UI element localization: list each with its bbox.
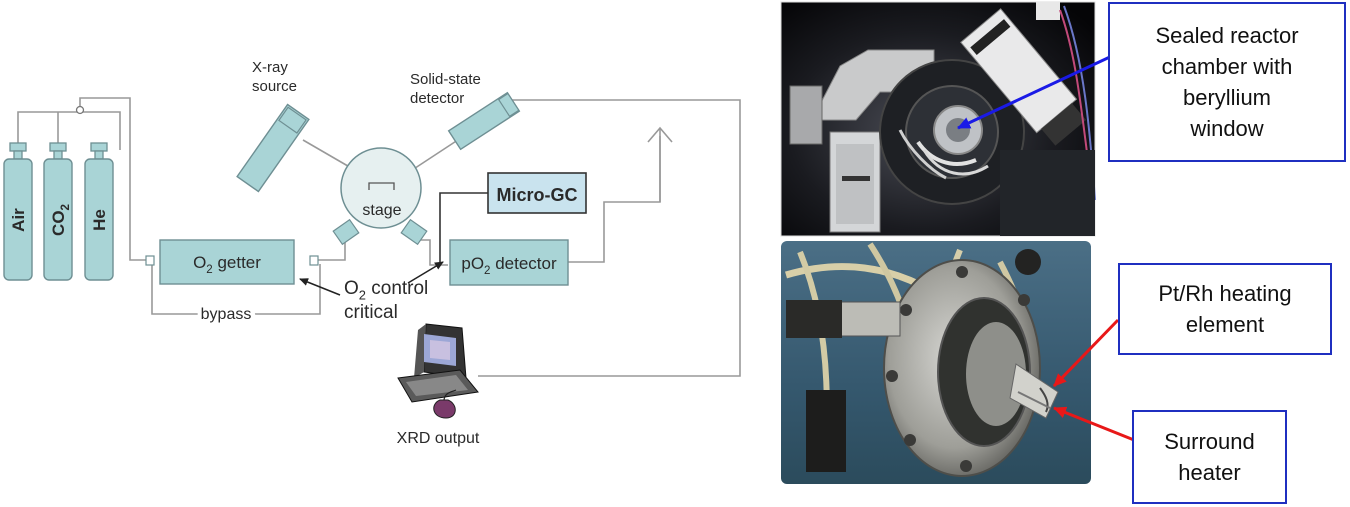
computer-icon [397, 323, 479, 419]
control-arrow-po2 [407, 261, 444, 284]
po2-detector-box [449, 239, 569, 286]
micro-gc-lead [439, 192, 488, 263]
schematic-pipes [17, 97, 741, 377]
surround-heater-arrow [1053, 406, 1135, 442]
o2-getter-box [159, 239, 295, 285]
cylinder-label-co2: CO2 [49, 204, 72, 236]
reactor-chamber-callout: Sealed reactor chamber with beryllium wi… [1108, 2, 1346, 162]
heater-assembly-photo [781, 241, 1091, 484]
cylinder-label-air: Air [9, 208, 28, 232]
cylinder-air [3, 142, 33, 281]
heating-element-callout: Pt/Rh heating element [1118, 263, 1332, 355]
reaction-stage [332, 147, 428, 246]
xray-source [236, 103, 310, 193]
reactor-callout-arrow [957, 54, 1113, 130]
stage-label: stage [362, 202, 401, 219]
bypass-label: bypass [201, 306, 252, 323]
cylinder-label-he: He [90, 209, 109, 231]
solid-state-detector [447, 91, 521, 151]
heating-element-arrow [1052, 318, 1120, 388]
reactor-chamber-photo [780, 1, 1096, 237]
cylinder-co2 [43, 142, 73, 281]
reactor-chamber-callout-text: Sealed reactor chamber with beryllium wi… [1155, 22, 1299, 142]
exhaust-arrow-head [647, 126, 673, 143]
control-arrow-getter [299, 278, 341, 296]
cylinder-he [84, 142, 114, 281]
micro-gc-box [487, 172, 587, 214]
micro-gc-label: Micro-GC [497, 185, 578, 205]
valve-getter-out [309, 255, 319, 266]
valve-getter-in [145, 255, 155, 266]
xrd-output-label: XRD output [397, 430, 480, 447]
heating-element-callout-text: Pt/Rh heating element [1158, 280, 1292, 337]
surround-heater-callout: Surround heater [1132, 410, 1287, 504]
manifold-junction [75, 105, 85, 115]
surround-heater-callout-text: Surround heater [1164, 428, 1255, 485]
